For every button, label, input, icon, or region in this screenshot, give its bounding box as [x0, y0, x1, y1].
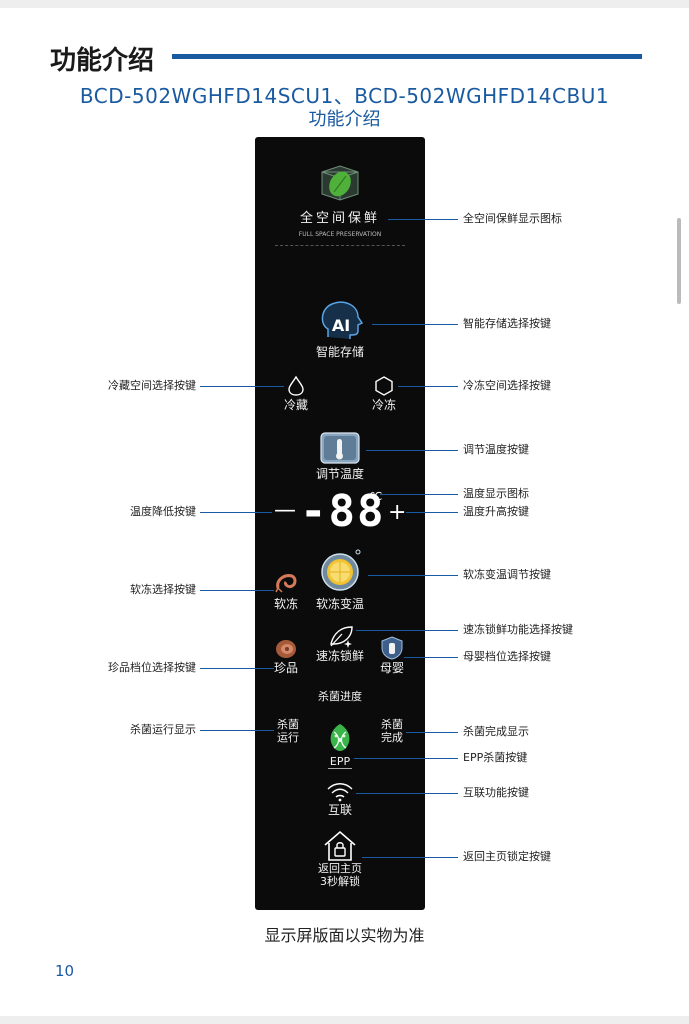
leader-line [354, 758, 458, 759]
annotation-preservation: 全空间保鲜显示图标 [463, 212, 562, 225]
leader-line [406, 732, 458, 733]
soft-freeze-temp-label: 软冻变温 [315, 597, 364, 611]
leaf-sparkle-icon[interactable] [328, 624, 356, 648]
page-title: 功能介绍 [50, 46, 155, 76]
adjust-temp-label: 调节温度 [315, 467, 364, 481]
leader-line [372, 324, 458, 325]
water-drop-icon[interactable] [287, 375, 305, 396]
annotation-temp-up: 温度升高按键 [463, 505, 529, 518]
sterilize-progress-label: 杀菌进度 [318, 690, 362, 703]
abalone-icon[interactable] [274, 638, 298, 660]
annotation-treasure: 珍品档位选择按键 [108, 661, 196, 674]
home-unlock-label: 返回主页 3秒解锁 [318, 862, 362, 888]
annotation-soft-freeze-temp: 软冻变温调节按键 [463, 568, 551, 581]
scrollbar[interactable] [677, 218, 681, 304]
annotation-epp: EPP杀菌按键 [463, 751, 528, 764]
annotation-ai-store: 智能存储选择按键 [463, 317, 551, 330]
leader-line [356, 630, 458, 631]
soft-freeze-label: 软冻 [273, 597, 298, 611]
leader-line [380, 494, 458, 495]
annotation-sterilize-done: 杀菌完成显示 [463, 725, 529, 738]
wifi-icon[interactable] [326, 782, 354, 802]
temp-unit: ℃ [370, 490, 383, 503]
ai-badge: AI [332, 316, 350, 335]
treasure-label: 珍品 [273, 661, 298, 675]
epp-label: EPP [329, 755, 351, 768]
mother-baby-label: 母婴 [379, 661, 404, 675]
temp-down-button[interactable]: — [274, 498, 296, 523]
leader-line [398, 386, 458, 387]
leader-line [200, 668, 274, 669]
preservation-label: 全空间保鲜 [299, 211, 380, 226]
sterilize-running-label: 杀菌 运行 [277, 718, 299, 744]
display-caption: 显示屏版面以实物为准 [264, 926, 425, 945]
sterilize-done-label: 杀菌 完成 [381, 718, 403, 744]
shield-bottle-icon[interactable] [380, 636, 404, 660]
leader-line [356, 793, 458, 794]
annotation-soft-freeze: 软冻选择按键 [130, 583, 196, 596]
panel-divider [275, 245, 405, 246]
annotation-fridge: 冷藏空间选择按键 [108, 379, 196, 392]
annotation-connect: 互联功能按键 [463, 786, 529, 799]
ai-store-label: 智能存储 [315, 345, 364, 359]
annotation-mother-baby: 母婴档位选择按键 [463, 650, 551, 663]
shrimp-icon[interactable] [274, 572, 298, 594]
annotation-temp-down: 温度降低按键 [130, 505, 196, 518]
fridge-label: 冷藏 [283, 398, 308, 412]
annotation-adjust: 调节温度按键 [463, 443, 529, 456]
preservation-english: FULL SPACE PRESERVATION [298, 231, 382, 238]
section-subtitle: 功能介绍 [308, 109, 381, 130]
temp-up-button[interactable]: + [388, 500, 407, 525]
control-panel [255, 137, 425, 910]
annotation-quick-freeze: 速冻锁鲜功能选择按键 [463, 623, 573, 636]
top-border [0, 0, 689, 8]
epp-underline [328, 768, 352, 769]
leader-line [200, 512, 272, 513]
leader-line [362, 857, 458, 858]
hexagon-icon[interactable] [374, 376, 394, 396]
leader-line [368, 575, 458, 576]
leaf-cube-icon [321, 165, 359, 201]
annotation-home-lock: 返回主页锁定按键 [463, 850, 551, 863]
temp-display: -88 [300, 486, 386, 537]
ice-cube-icon[interactable] [318, 430, 362, 466]
leader-line [200, 730, 274, 731]
bottom-border [0, 1016, 689, 1024]
annotation-temp-display: 温度显示图标 [463, 487, 529, 500]
leader-line [200, 386, 284, 387]
leader-line [388, 219, 458, 220]
lemon-bubble-icon[interactable] [318, 548, 364, 594]
leader-line [406, 512, 458, 513]
page-number: 10 [55, 962, 75, 980]
annotation-freezer: 冷冻空间选择按键 [463, 379, 551, 392]
leader-line [404, 657, 458, 658]
leader-line [366, 450, 458, 451]
leader-line [200, 590, 274, 591]
connect-label: 互联 [327, 803, 352, 817]
title-rule [172, 54, 642, 59]
quick-freeze-label: 速冻锁鲜 [315, 649, 364, 663]
annotation-sterilize-running: 杀菌运行显示 [130, 723, 196, 736]
epp-leaf-icon[interactable] [324, 722, 356, 754]
model-number: BCD-502WGHFD14SCU1、BCD-502WGHFD14CBU1 [79, 84, 610, 108]
home-lock-icon[interactable] [322, 830, 358, 862]
freezer-label: 冷冻 [371, 398, 396, 412]
ai-head-icon[interactable]: AI [318, 299, 364, 343]
